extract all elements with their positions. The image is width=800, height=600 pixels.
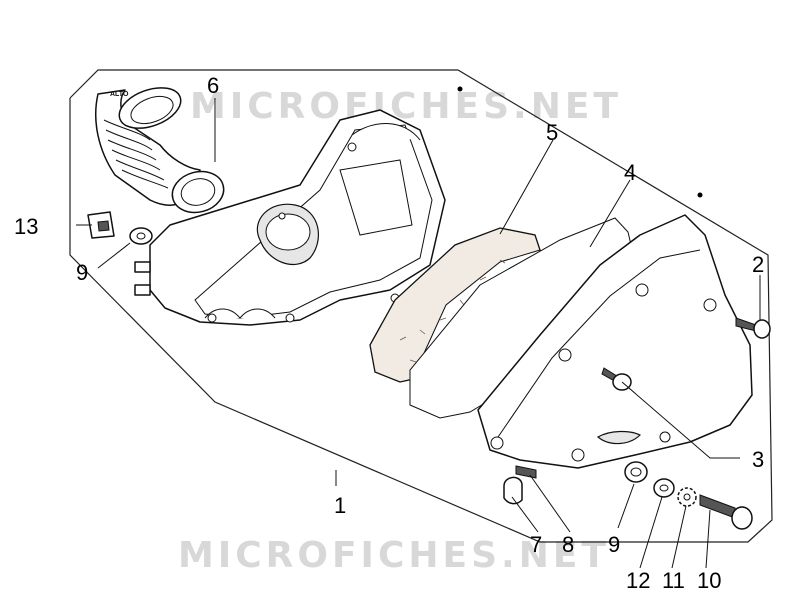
watermark-top: MICROFICHES.NET: [190, 86, 622, 127]
washer-right[interactable]: [624, 461, 648, 483]
assembly-outline: [69, 69, 773, 543]
clip-nut[interactable]: [87, 211, 115, 239]
callout-3[interactable]: 3: [752, 447, 764, 472]
callout-4[interactable]: 4: [624, 160, 636, 185]
intake-hose[interactable]: ALTO: [95, 80, 229, 218]
callout-2[interactable]: 2: [752, 252, 764, 277]
dot-marker: [457, 86, 463, 92]
callout-9-left[interactable]: 9: [76, 260, 88, 285]
callout-1[interactable]: 1: [334, 493, 346, 518]
callout-6[interactable]: 6: [207, 73, 219, 98]
air-box-housing[interactable]: [134, 109, 446, 326]
hose-marking: ALTO: [110, 91, 129, 98]
callout-13[interactable]: 13: [14, 214, 38, 239]
screw-top-right[interactable]: [735, 317, 771, 339]
drain-valve[interactable]: [515, 465, 537, 479]
leader-lines: [76, 98, 761, 569]
drain-cap[interactable]: [503, 476, 523, 505]
callout-7[interactable]: 7: [530, 532, 542, 557]
flat-washer[interactable]: [653, 478, 675, 498]
callout-12[interactable]: 12: [626, 568, 650, 593]
long-bolt[interactable]: [699, 494, 753, 530]
air-box-cover[interactable]: [477, 214, 753, 469]
callout-10[interactable]: 10: [697, 568, 721, 593]
callout-5[interactable]: 5: [546, 120, 558, 145]
dot-marker: [697, 192, 703, 198]
toothed-washer[interactable]: [677, 487, 697, 507]
washer-left[interactable]: [129, 227, 153, 245]
callout-8[interactable]: 8: [562, 532, 574, 557]
watermark-bottom: MICROFICHES.NET: [178, 535, 610, 576]
callout-11[interactable]: 11: [662, 568, 685, 593]
callout-9-right[interactable]: 9: [608, 532, 620, 557]
